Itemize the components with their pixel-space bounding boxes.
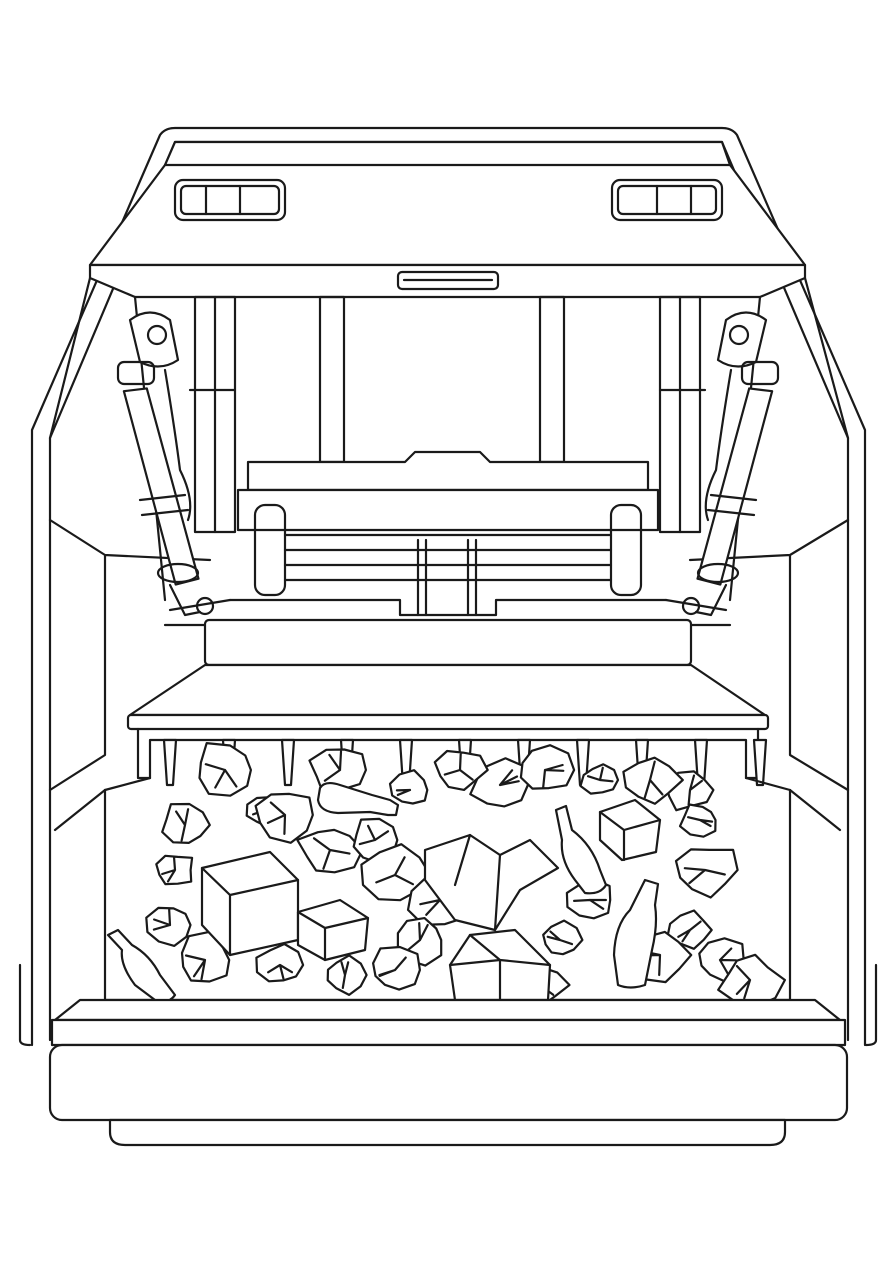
crumpled-paper: [161, 802, 211, 844]
center-slot: [396, 270, 500, 291]
crumpled-paper: [255, 942, 305, 983]
crumpled-paper: [678, 803, 717, 838]
bottle: [554, 804, 608, 895]
crumpled-paper: [155, 854, 194, 886]
right-tail-light: [610, 178, 724, 222]
crumpled-paper: [674, 848, 739, 899]
crumpled-paper: [180, 930, 231, 983]
cardboard-box: [296, 898, 370, 962]
crumpled-paper: [519, 744, 576, 790]
crumpled-paper: [198, 742, 252, 797]
cardboard-box: [598, 798, 662, 862]
pusher-blade: [126, 618, 770, 787]
crumpled-paper: [326, 954, 368, 996]
compactor-head: [163, 450, 732, 627]
cardboard-box: [448, 928, 552, 1002]
crumpled-paper: [254, 792, 314, 844]
rear-bumper: [48, 998, 849, 1147]
crumpled-paper: [579, 763, 620, 795]
crumpled-paper: [717, 953, 786, 1008]
crumpled-paper: [296, 828, 364, 874]
crumpled-paper: [433, 749, 489, 791]
blade-tooth: [280, 738, 296, 787]
crumpled-paper: [372, 945, 421, 991]
crumpled-paper: [360, 843, 432, 902]
cardboard-box: [200, 850, 300, 957]
open-box: [423, 833, 560, 932]
crumpled-paper: [145, 906, 192, 947]
blade-tooth: [752, 738, 768, 787]
bottle: [612, 878, 660, 989]
left-hydraulic-cylinder: [116, 311, 215, 617]
bottle: [316, 781, 400, 817]
left-tail-light: [173, 178, 287, 222]
crumpled-paper: [388, 769, 429, 805]
crumpled-paper: [308, 748, 367, 796]
crumpled-paper: [622, 756, 684, 805]
right-hydraulic-cylinder: [681, 311, 780, 617]
blade-tooth: [162, 738, 178, 787]
crumpled-paper: [542, 919, 584, 956]
crumpled-paper: [666, 909, 713, 950]
